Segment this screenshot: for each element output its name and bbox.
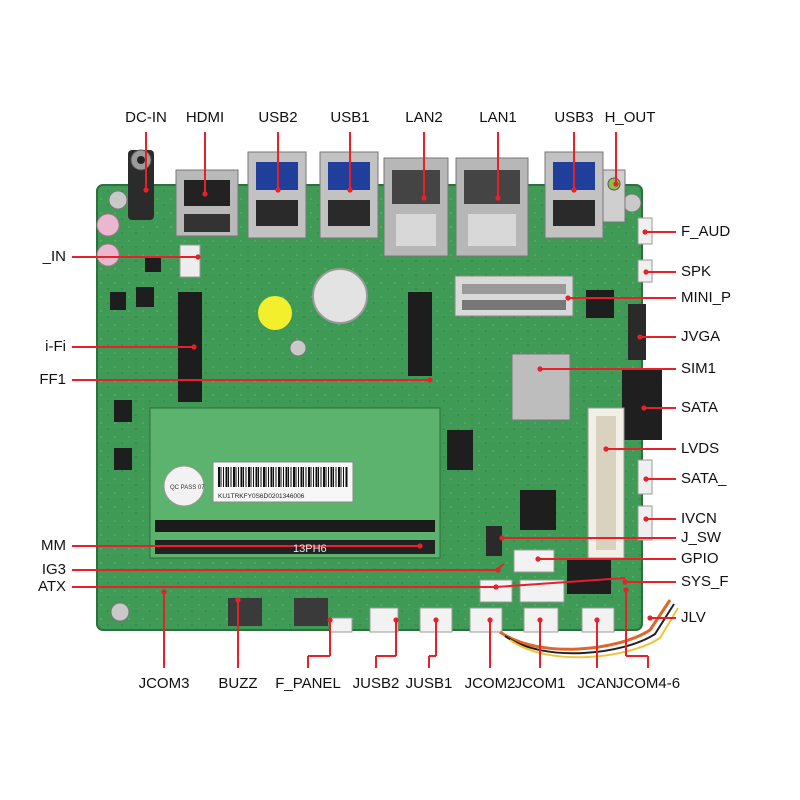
m2-slot: [408, 292, 432, 376]
yellow-sticker: [258, 296, 292, 330]
top-label-usb1: USB1: [330, 109, 370, 126]
audio-out-jack: [602, 169, 626, 223]
cable-bundle: [499, 599, 672, 651]
bottom-label-buzz: BUZZ: [218, 675, 258, 692]
top-label-h-out: H_OUT: [604, 109, 656, 126]
right-label-sata: SATA_: [681, 470, 727, 487]
capacitors: [96, 213, 201, 278]
lvds-connector: [587, 407, 625, 559]
qc-sticker: [163, 465, 205, 507]
left-label-i-fi: i-Fi: [45, 338, 66, 355]
bottom-label-jcom2: JCOM2: [464, 675, 516, 692]
top-label-dc-in: DC-IN: [125, 109, 167, 126]
top-label-hdmi: HDMI: [185, 109, 225, 126]
top-label-lan2: LAN2: [405, 109, 443, 126]
lan1-port: [455, 157, 529, 257]
top-label-usb2: USB2: [258, 109, 298, 126]
bottom-label-jusb1: JUSB1: [405, 675, 453, 692]
bottom-label-f-panel: F_PANEL: [275, 675, 341, 692]
bottom-label-jcom4-6: JCOM4-6: [615, 675, 681, 692]
qc-sticker-text: QC PASS 07: [170, 485, 205, 491]
right-label-spk: SPK: [681, 263, 712, 280]
barcode-text: KU1TRKFY0S6D0201346006: [218, 493, 305, 500]
lan2-port: [383, 157, 449, 257]
right-label-jlv: JLV: [681, 609, 706, 626]
dc-in-jack: [128, 149, 154, 220]
callout-lines: [72, 132, 676, 668]
bottom-headers: [228, 526, 615, 633]
left-label-in: _IN: [42, 248, 66, 265]
right-label-sata: SATA: [681, 399, 718, 416]
left-label-ig3: IG3: [41, 561, 66, 578]
right-label-sys-f: SYS_F: [681, 573, 729, 590]
right-connectors: [637, 217, 653, 541]
right-label-sim1: SIM1: [681, 360, 717, 377]
left-label-atx: ATX: [37, 578, 66, 595]
bottom-label-jcan: JCAN: [577, 675, 617, 692]
jvga-header: [628, 304, 646, 360]
right-label-lvds: LVDS: [681, 440, 720, 457]
left-label-mm: MM: [41, 537, 66, 554]
bottom-label-jusb2: JUSB2: [352, 675, 400, 692]
right-label-mini-p: MINI_P: [681, 289, 732, 306]
top-label-lan1: LAN1: [479, 109, 517, 126]
board-model-text: 13PH6: [293, 543, 327, 555]
hdmi-port: [175, 169, 239, 237]
chips: [110, 256, 614, 594]
bottom-label-jcom1: JCOM1: [514, 675, 566, 692]
bottom-label-jcom3: JCOM3: [138, 675, 190, 692]
top-label-usb3: USB3: [554, 109, 594, 126]
right-label-ivcn: IVCN: [681, 510, 717, 527]
cmos-battery: [312, 268, 368, 324]
sata-connector: [622, 368, 662, 440]
right-label-gpio: GPIO: [681, 550, 719, 567]
mini-pcie-slot: [454, 275, 574, 317]
right-label-f-aud: F_AUD: [681, 223, 731, 240]
barcode-label: [212, 461, 354, 503]
left-label-ff1: FF1: [39, 371, 66, 388]
sim-slot: [511, 353, 571, 421]
right-label-jvga: JVGA: [681, 328, 721, 345]
right-label-j-sw: J_SW: [681, 529, 722, 546]
